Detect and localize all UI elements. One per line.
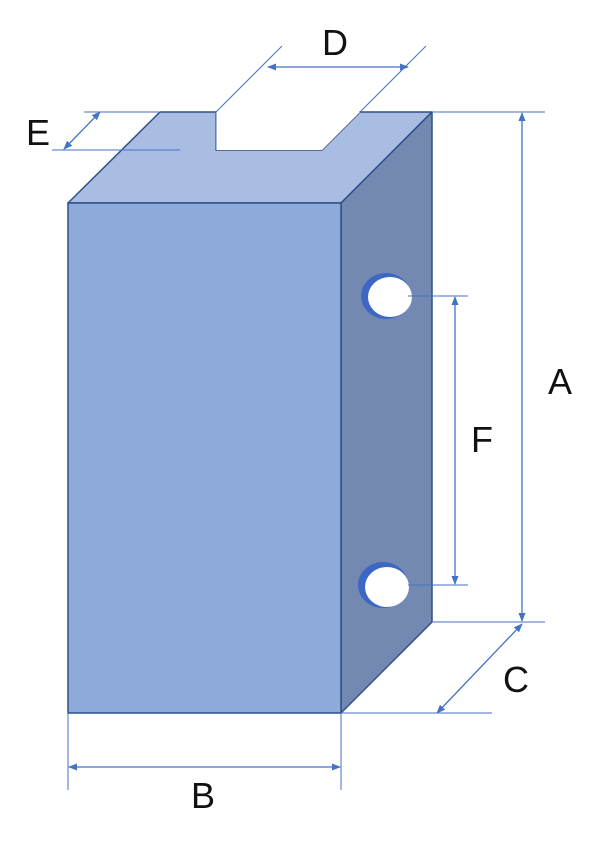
dimension-b-label: B — [191, 775, 215, 816]
dimension-e-line — [63, 111, 101, 150]
front-face — [67, 202, 342, 714]
dimension-a-label: A — [548, 361, 572, 402]
upper-hole — [361, 273, 412, 319]
dimension-c-label: C — [503, 659, 529, 700]
lower-hole — [358, 562, 409, 608]
dimension-f-label: F — [471, 419, 493, 460]
dimension-c-line — [436, 623, 523, 714]
slot-opening — [216, 112, 360, 150]
dimension-d-label: D — [322, 22, 348, 63]
dimension-e-label: E — [26, 112, 50, 153]
side-face — [340, 111, 433, 714]
